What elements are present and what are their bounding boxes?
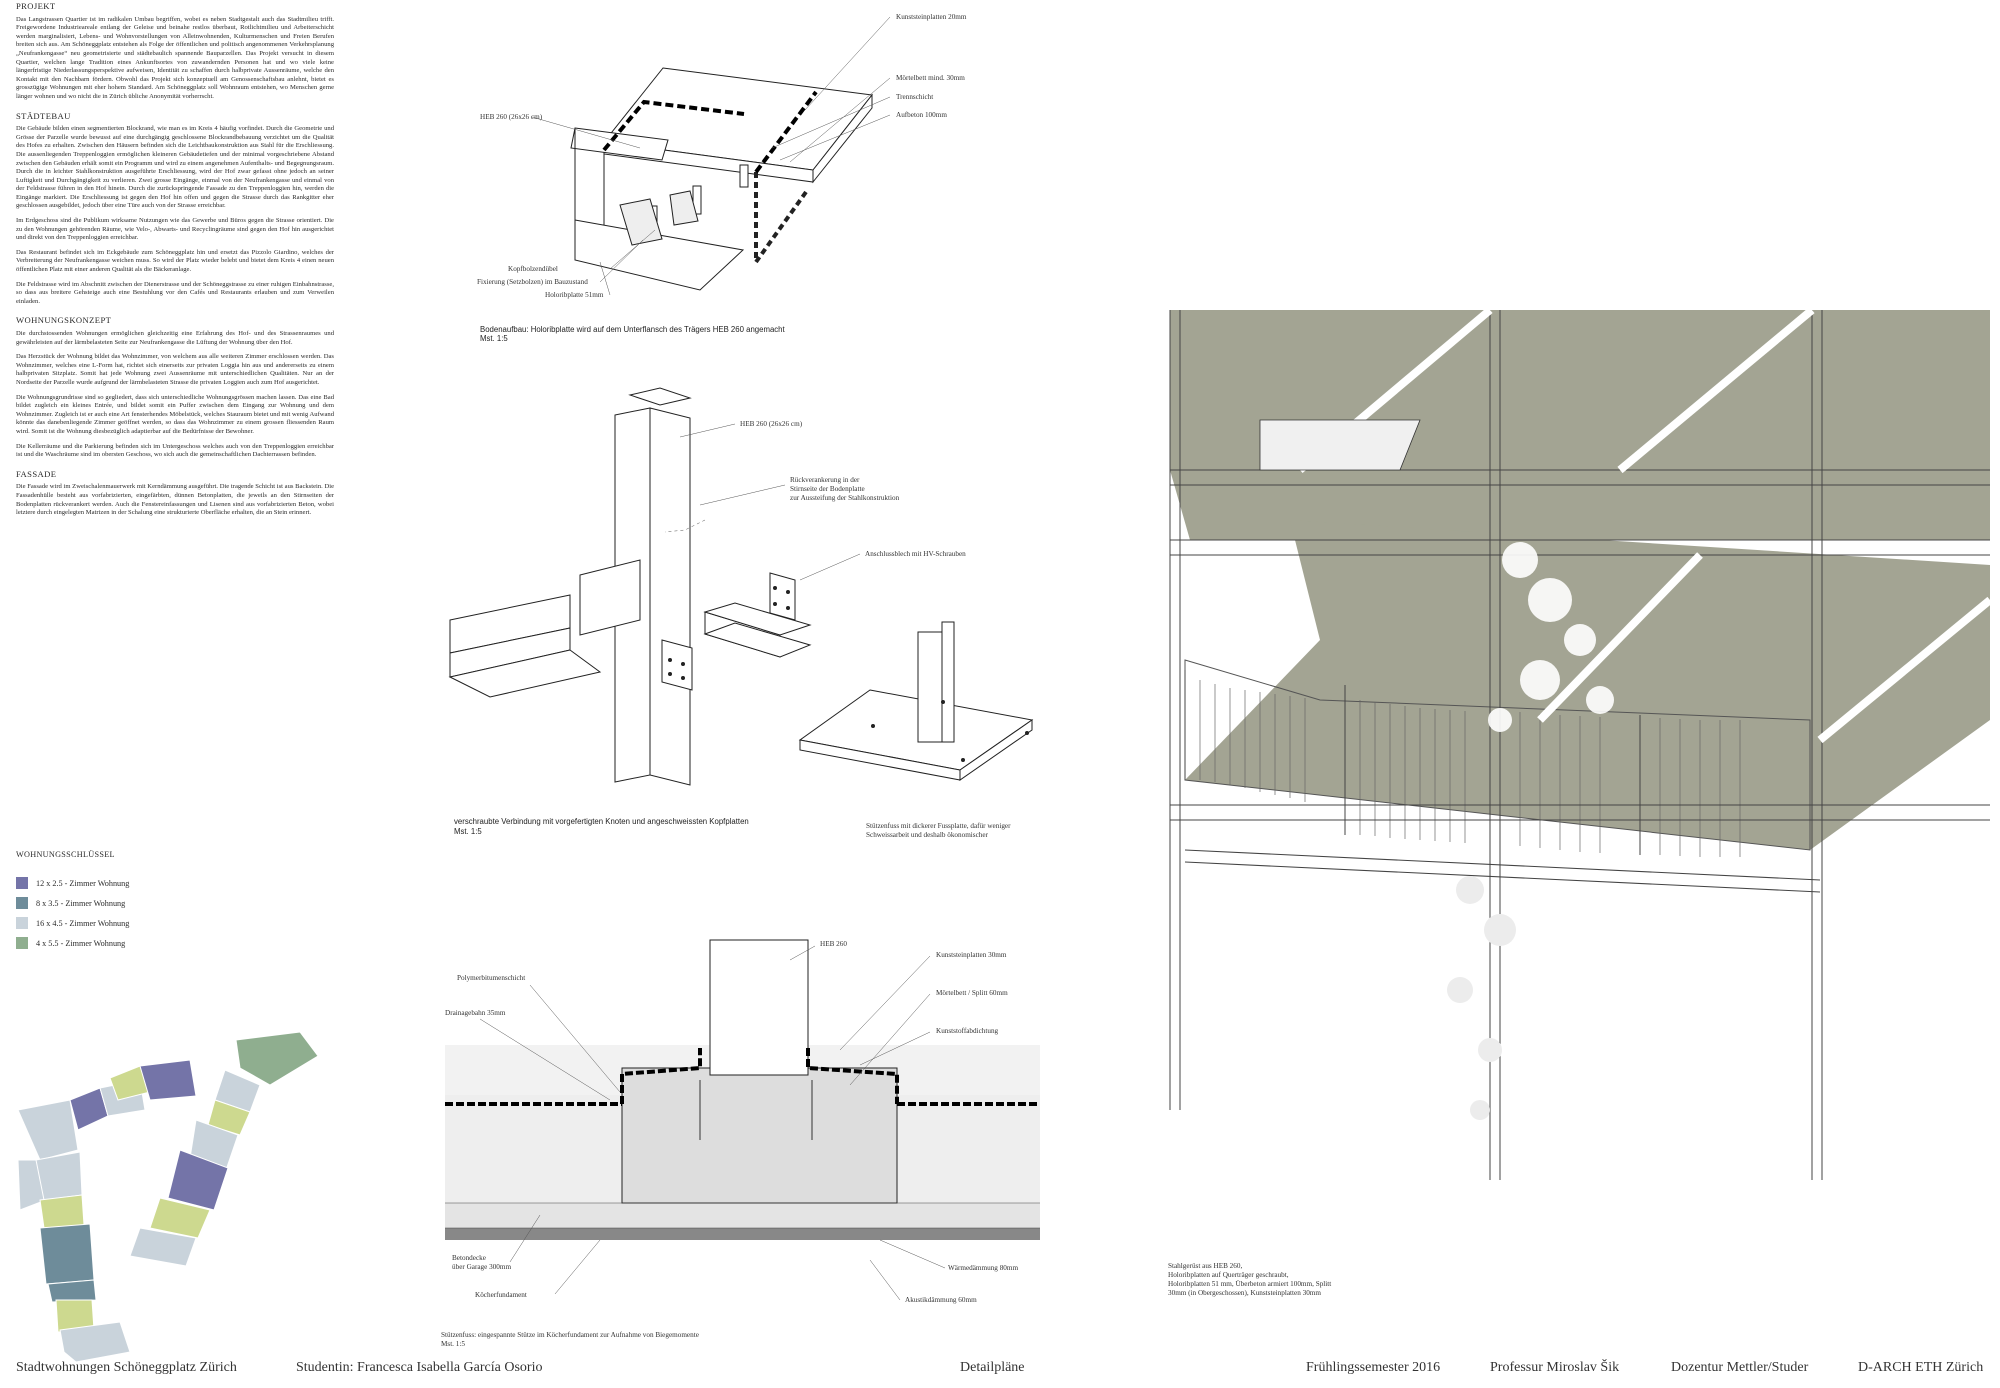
key-label: 4 x 5.5 - Zimmer Wohnung <box>36 938 126 948</box>
detail1-leaders <box>531 16 891 296</box>
paragraph: Das Langstrassen Quartier ist im radikal… <box>16 15 334 100</box>
detail2-label: Stirnseite der Bodenplatte <box>790 485 865 493</box>
key-label: 8 x 3.5 - Zimmer Wohnung <box>36 898 126 908</box>
detail-steel-node <box>448 387 1034 786</box>
detail2-label: zur Aussteifung der Stahlkonstruktion <box>790 494 900 502</box>
key-swatch <box>16 897 28 909</box>
detail3-label: Polymerbitumenschicht <box>457 974 525 982</box>
site-plan <box>17 1031 319 1363</box>
footer-semester: Frühlingssemester 2016 <box>1306 1360 1441 1375</box>
detail3-label: Mörtelbett / Splitt 60mm <box>936 989 1008 997</box>
detail3-label: Drainagebahn 35mm <box>445 1009 506 1017</box>
detail3-caption: Stützenfuss: eingespannte Stütze im Köch… <box>441 1331 699 1339</box>
detail2-label: Anschlussblech mit HV-Schrauben <box>865 550 966 558</box>
section-projekt: PROJEKT Das Langstrassen Quartier ist im… <box>16 2 334 102</box>
perspective-note: 30mm (in Obergeschossen), Kunststeinplat… <box>1168 1289 1321 1297</box>
detail3-label: Köcherfundament <box>475 1291 527 1299</box>
detail3-leaders <box>479 945 946 1301</box>
key-item: 12 x 2.5 - Zimmer Wohnung <box>16 873 129 893</box>
footer-student: Studentin: Francesca Isabella García Oso… <box>296 1360 543 1375</box>
section-heading: FASSADE <box>16 468 57 479</box>
footer-dozentur: Dozentur Mettler/Studer <box>1671 1360 1809 1375</box>
paragraph: Im Erdgeschoss sind die Publikum wirksam… <box>16 217 334 242</box>
detail1-label: Holorib­platte 51mm <box>545 291 604 299</box>
key-swatch <box>16 917 28 929</box>
paragraph: Die Kellerräume und die Parkierung befin… <box>16 442 334 459</box>
detail3-scale: Mst. 1:5 <box>441 1340 465 1348</box>
key-item: 16 x 4.5 - Zimmer Wohnung <box>16 913 129 933</box>
detail2-label: Rückverankerung in der <box>790 476 860 484</box>
section-wohnungskonzept: WOHNUNGSKONZEPT Die durchstossenden Wohn… <box>16 316 334 459</box>
detail2-note: Stützenfuss mit dickerer Fussplatte, daf… <box>866 822 1011 830</box>
detail1-label: Fixierung (Setzbolzen) im Bauzustand <box>477 278 588 286</box>
key-item: 4 x 5.5 - Zimmer Wohnung <box>16 933 129 953</box>
detail1-label: Kopfbolzendübel <box>508 265 558 273</box>
apartment-key: WOHNUNGSSCHLÜSSEL 12 x 2.5 - Zimmer Wohn… <box>16 850 129 953</box>
detail3-label: Betondecke <box>452 1254 486 1262</box>
detail2-leaders <box>664 423 861 581</box>
detail3-label: Akustikdämmung 60mm <box>905 1296 977 1304</box>
detail1-label: HEB 260 (26x26 cm) <box>480 113 543 121</box>
perspective-note: Holoribplatten auf Querträger geschraubt… <box>1168 1271 1289 1279</box>
detail2-label: HEB 260 (26x26 cm) <box>740 420 803 428</box>
detail2-note: Schweissarbeit und deshalb ökonomischer <box>866 831 989 839</box>
detail-floor-buildup <box>570 67 873 291</box>
detail3-label: Kunststeinplatten 30mm <box>936 951 1007 959</box>
section-staedtebau: STÄDTEBAU Die Gebäude bilden einen segme… <box>16 110 334 307</box>
paragraph: Die Fassade wird im Zweischalenmauerwerk… <box>16 483 334 517</box>
project-text-column: PROJEKT Das Langstrassen Quartier ist im… <box>16 2 334 528</box>
footer-project: Stadtwohnungen Schöneggplatz Zürich <box>16 1360 237 1375</box>
footer-professor: Professur Miroslav Šik <box>1490 1360 1620 1375</box>
detail3-label: Wärmedämmung 80mm <box>948 1264 1018 1272</box>
paragraph: Das Restaurant befindet sich im Eckgebäu… <box>16 248 334 274</box>
perspective-note: Holoribplatten 51 mm, Überbeton armiert … <box>1168 1279 1331 1288</box>
detail1-label: Aufbeton 100mm <box>896 111 947 119</box>
section-heading: PROJEKT <box>16 1 56 11</box>
footer-sheet: Detailpläne <box>960 1360 1025 1375</box>
footer-institute: D-ARCH ETH Zürich <box>1858 1360 1984 1375</box>
detail3-label: Kunststoffabdichtung <box>936 1027 999 1035</box>
detail2-scale: Mst. 1:5 <box>454 827 482 836</box>
paragraph: Das Herzstück der Wohnung bildet das Woh… <box>16 353 334 386</box>
detail1-label: Mörtelbett mind. 30mm <box>896 74 965 82</box>
section-fassade: FASSADE Die Fassade wird im Zweischalenm… <box>16 470 334 518</box>
detail2-bolts <box>668 586 1029 762</box>
detail-column-foot <box>445 939 1040 1240</box>
paragraph: Die durchstossenden Wohnungen ermögliche… <box>16 330 334 346</box>
perspective-note: Stahlgerüst aus HEB 260, <box>1168 1262 1242 1270</box>
key-label: 12 x 2.5 - Zimmer Wohnung <box>36 878 130 888</box>
detail1-scale: Mst. 1:5 <box>480 334 508 343</box>
paragraph: Die Feldstrasse wird im Abschnitt zwisch… <box>16 280 334 305</box>
key-item: 8 x 3.5 - Zimmer Wohnung <box>16 893 129 913</box>
key-swatch <box>16 937 28 949</box>
section-heading: WOHNUNGSKONZEPT <box>16 315 112 326</box>
section-heading: STÄDTEBAU <box>16 110 71 121</box>
detail3-label: HEB 260 <box>820 940 847 948</box>
detail1-label: Kunststeinplatten 20mm <box>896 13 967 21</box>
detail3-label: über Garage 300mm <box>452 1263 511 1271</box>
structure-perspective <box>1169 306 1993 1180</box>
detail1-caption: Bodenaufbau: Holoribplatte wird auf dem … <box>480 325 786 334</box>
paragraph: Die Wohnungsgrundrisse sind so geglieder… <box>16 393 334 435</box>
detail2-caption: verschraubte Verbindung mit vorgefertigt… <box>454 817 749 826</box>
detail1-label: Trennschicht <box>896 93 933 101</box>
key-title: WOHNUNGSSCHLÜSSEL <box>16 850 115 859</box>
paragraph: Die Gebäude bilden einen segmentierten B… <box>16 125 334 210</box>
key-swatch <box>16 877 28 889</box>
key-label: 16 x 4.5 - Zimmer Wohnung <box>36 918 130 928</box>
